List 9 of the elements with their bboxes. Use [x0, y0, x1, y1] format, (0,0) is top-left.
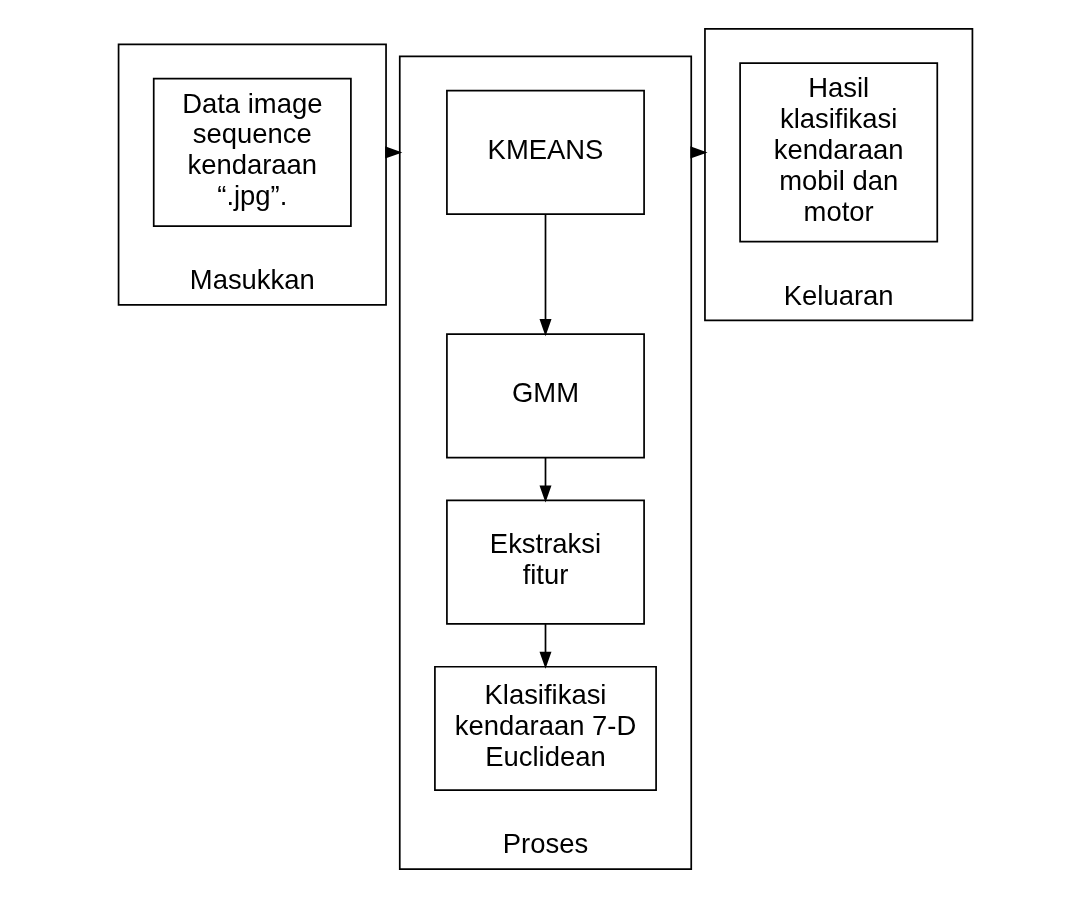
node-box: GMM	[445, 333, 645, 459]
node-box: Hasil klasifikasi kendaraan mobil dan motor	[738, 62, 938, 243]
node-box: KMEANS	[445, 89, 645, 215]
arrow	[539, 213, 551, 337]
node-box: Ekstraksi fitur	[445, 499, 645, 625]
arrow	[539, 623, 551, 669]
arrow	[539, 456, 551, 503]
node-box: Data image sequence kendaraan “.jpg”.	[152, 77, 352, 227]
node-box: Klasifikasi kendaraan 7-D Euclidean	[433, 665, 657, 792]
